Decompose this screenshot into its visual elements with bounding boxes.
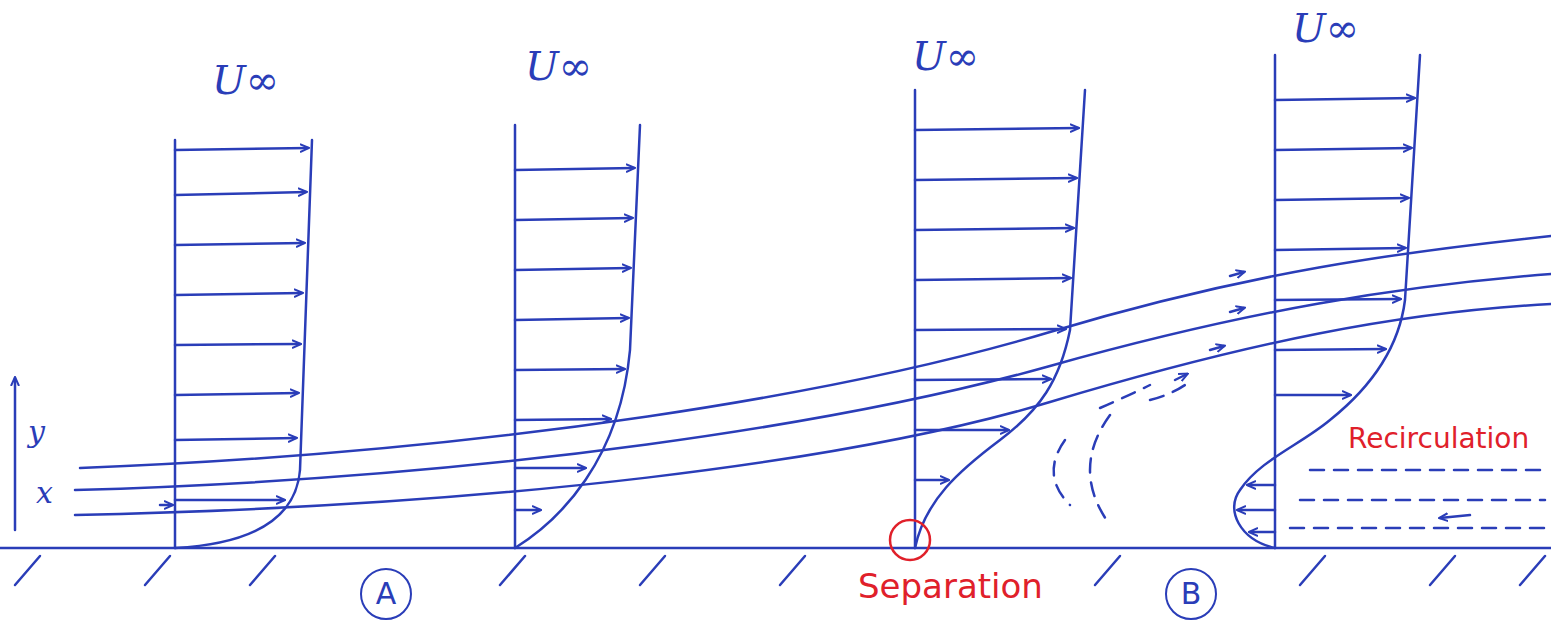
separation-point-marker <box>890 520 930 560</box>
streamlines <box>75 236 1551 515</box>
wall-hatch <box>15 556 1545 585</box>
velocity-profile <box>175 140 312 548</box>
y-axis <box>14 378 17 530</box>
station-letter: A <box>376 579 397 609</box>
free-stream-velocity: U∞ <box>525 44 592 88</box>
free-stream-velocity: U∞ <box>212 58 279 102</box>
wall-line <box>0 547 1551 550</box>
recirculation-arrow <box>1175 374 1187 380</box>
recirculation-label: Recirculation <box>1345 424 1532 455</box>
separation-label: Separation <box>858 568 1043 605</box>
station-marker: A <box>360 568 412 620</box>
axis-label: x <box>36 476 53 509</box>
velocity-profile <box>915 90 1085 548</box>
free-stream-velocity: U∞ <box>1292 6 1359 50</box>
station-letter: B <box>1181 579 1202 609</box>
free-stream-velocity: U∞ <box>912 34 979 78</box>
velocity-profile <box>1234 55 1420 548</box>
recirculation-dashes <box>1054 385 1545 528</box>
axis-label: y <box>28 415 45 448</box>
station-marker: B <box>1165 568 1217 620</box>
velocity-profile <box>515 125 640 548</box>
backflow-arrow <box>1440 515 1470 518</box>
